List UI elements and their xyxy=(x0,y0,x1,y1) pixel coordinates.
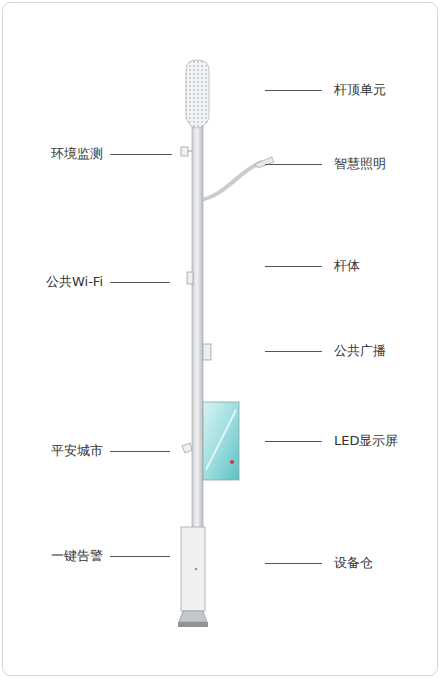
equipment-cabinet xyxy=(181,527,205,611)
pole-base xyxy=(179,611,207,622)
leader-line xyxy=(110,451,170,452)
part-label: 设备仓 xyxy=(334,555,373,571)
leader-line xyxy=(265,164,322,165)
leader-line xyxy=(265,351,322,352)
part-label: 公共广播 xyxy=(334,343,386,359)
base-plate xyxy=(178,622,208,627)
leader-line xyxy=(110,556,170,557)
speaker-unit xyxy=(203,344,211,360)
pole-body xyxy=(192,122,203,534)
part-label: 杆顶单元 xyxy=(334,82,386,98)
part-label: 环境监测 xyxy=(51,146,103,162)
screen-logo xyxy=(230,460,234,464)
leader-line xyxy=(110,154,172,155)
part-label: 平安城市 xyxy=(51,443,103,459)
part-label: 智慧照明 xyxy=(334,156,386,172)
screen-highlight xyxy=(206,410,236,470)
part-label: LED显示屏 xyxy=(334,433,398,449)
leader-line xyxy=(265,90,322,91)
leader-line xyxy=(265,563,322,564)
led-screen xyxy=(203,402,239,480)
part-label: 公共Wi-Fi xyxy=(46,274,103,290)
pole-top-unit xyxy=(186,60,209,128)
leader-line xyxy=(265,441,322,442)
part-label: 一键告警 xyxy=(51,548,103,564)
lamp-arm xyxy=(200,162,262,200)
camera-unit xyxy=(182,443,192,453)
leader-line xyxy=(110,282,170,283)
cabinet-lock xyxy=(195,568,197,570)
lamp-head xyxy=(255,157,274,168)
sensor-bracket xyxy=(188,151,192,152)
wifi-unit xyxy=(187,272,193,284)
part-label: 杆体 xyxy=(334,258,360,274)
environment-sensor xyxy=(181,147,188,156)
frame-border xyxy=(3,3,438,676)
leader-line xyxy=(265,266,322,267)
